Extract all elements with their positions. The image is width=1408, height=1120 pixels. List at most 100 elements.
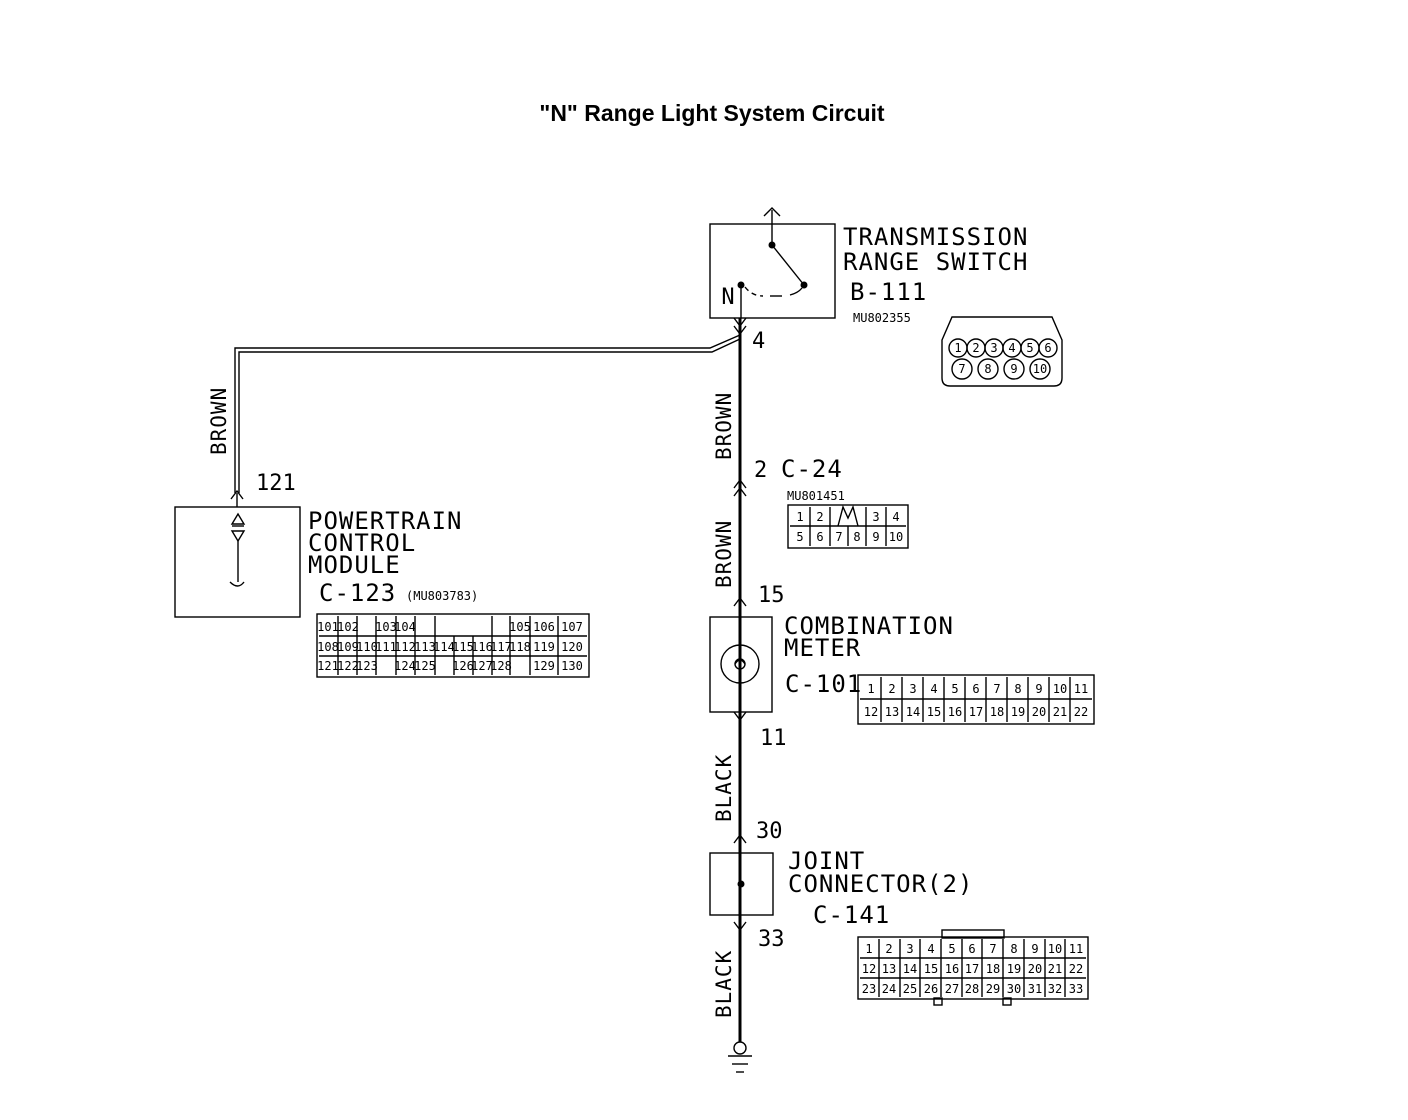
trs-connector-id: B-111 — [850, 278, 927, 306]
c101-pin: 17 — [969, 705, 983, 719]
c141-pin: 24 — [882, 982, 896, 996]
c123-pin: 121 — [317, 659, 339, 673]
c141-pin: 31 — [1028, 982, 1042, 996]
joint-name-line1: JOINT — [788, 847, 865, 875]
trs-name-line2: RANGE SWITCH — [843, 248, 1028, 276]
splice-point — [737, 880, 745, 888]
joint-pin-out: 33 — [758, 927, 785, 952]
c24-pin: 2 — [754, 458, 767, 483]
connector-face-c123: 101 102 103 104 105 106 107 108 109 110 … — [316, 613, 590, 678]
c101-pin: 1 — [867, 682, 874, 696]
pcm-name-line2: CONTROL — [308, 529, 416, 557]
c24-pin: 3 — [872, 510, 879, 524]
b111-pin: 7 — [958, 362, 965, 376]
pcm-pin: 121 — [256, 471, 296, 496]
c123-pin: 108 — [317, 640, 339, 654]
c24-pin: 4 — [892, 510, 899, 524]
c24-pin: 9 — [872, 530, 879, 544]
meter-pin-out: 11 — [760, 726, 787, 751]
c123-pin: 116 — [471, 640, 493, 654]
c101-pin: 2 — [888, 682, 895, 696]
c123-pin: 127 — [471, 659, 493, 673]
joint-connector-id: C-141 — [813, 901, 890, 929]
c123-pin: 101 — [317, 620, 339, 634]
switch-contact — [800, 281, 808, 289]
b111-pin: 5 — [1026, 341, 1033, 355]
c101-pin: 6 — [972, 682, 979, 696]
c141-pin: 30 — [1007, 982, 1021, 996]
c101-pin: 15 — [927, 705, 941, 719]
c123-pin: 105 — [509, 620, 531, 634]
c123-pin: 113 — [414, 640, 436, 654]
combination-meter: 15 COMBINATION METER C-101 11 — [709, 583, 954, 751]
c141-pin: 18 — [986, 962, 1000, 976]
meter-name-line1: COMBINATION — [784, 612, 954, 640]
wire-color-label: BLACK — [712, 950, 736, 1018]
meter-name-line2: METER — [784, 634, 861, 662]
c141-pin: 9 — [1031, 942, 1038, 956]
diagram-title: "N" Range Light System Circuit — [539, 100, 884, 126]
c123-pin: 126 — [452, 659, 474, 673]
c101-pin: 3 — [909, 682, 916, 696]
c141-pin: 1 — [865, 942, 872, 956]
c101-pin: 22 — [1074, 705, 1088, 719]
c123-pin: 117 — [490, 640, 512, 654]
meter-pin-in: 15 — [758, 583, 785, 608]
powertrain-control-module: 121 POWERTRAIN CONTROL MODULE C-123 (MU8… — [174, 471, 478, 618]
connector-face-b111: 1 2 3 4 5 6 7 8 9 10 — [941, 316, 1063, 387]
c123-pin: 115 — [452, 640, 474, 654]
c141-pin: 22 — [1069, 962, 1083, 976]
c123-pin: 123 — [356, 659, 378, 673]
c123-pin: 106 — [533, 620, 555, 634]
c141-pin: 19 — [1007, 962, 1021, 976]
c141-pin: 13 — [882, 962, 896, 976]
c123-pin: 112 — [394, 640, 416, 654]
c141-pin: 16 — [945, 962, 959, 976]
b111-pin: 1 — [954, 341, 961, 355]
wire-color-label: BROWN — [712, 520, 736, 588]
c24-part-number: MU801451 — [787, 489, 845, 503]
c101-pin: 4 — [930, 682, 937, 696]
c141-pin: 7 — [989, 942, 996, 956]
c141-pin: 23 — [862, 982, 876, 996]
b111-pin: 4 — [1008, 341, 1015, 355]
b111-pin: 2 — [972, 341, 979, 355]
pcm-name-line3: MODULE — [308, 551, 401, 579]
c141-pin: 32 — [1048, 982, 1062, 996]
c141-pin: 5 — [948, 942, 955, 956]
c141-pin: 26 — [924, 982, 938, 996]
c123-pin: 128 — [490, 659, 512, 673]
c141-pin: 11 — [1069, 942, 1083, 956]
c141-pin: 29 — [986, 982, 1000, 996]
ground-symbol — [728, 1041, 752, 1073]
c141-pin: 10 — [1048, 942, 1062, 956]
trs-name-line1: TRANSMISSION — [843, 223, 1028, 251]
c24-pin: 10 — [889, 530, 903, 544]
c123-pin: 130 — [561, 659, 583, 673]
b111-pin: 10 — [1033, 362, 1047, 376]
c141-pin: 3 — [906, 942, 913, 956]
b111-pin: 9 — [1010, 362, 1017, 376]
connector-face-c101: 1 2 3 4 5 6 7 8 9 10 11 12 13 14 15 16 1… — [857, 674, 1095, 725]
c123-pin: 107 — [561, 620, 583, 634]
c141-pin: 6 — [968, 942, 975, 956]
c24-pin: 2 — [816, 510, 823, 524]
c24-pin: 5 — [796, 530, 803, 544]
b111-pin: 6 — [1044, 341, 1051, 355]
joint-pin-in: 30 — [756, 819, 783, 844]
joint-name-line2: CONNECTOR(2) — [788, 870, 973, 898]
c101-pin: 13 — [885, 705, 899, 719]
c123-pin: 119 — [533, 640, 555, 654]
transmission-range-switch: N TRANSMISSION RANGE SWITCH B-111 MU8023… — [709, 207, 1028, 354]
c101-pin: 14 — [906, 705, 920, 719]
c101-pin: 10 — [1053, 682, 1067, 696]
c123-pin: 122 — [337, 659, 359, 673]
trs-part-number: MU802355 — [853, 311, 911, 325]
c123-pin: 104 — [394, 620, 416, 634]
wire-pcm-branch — [234, 334, 741, 493]
c141-pin: 27 — [945, 982, 959, 996]
c141-pin: 25 — [903, 982, 917, 996]
c141-pin: 14 — [903, 962, 917, 976]
c101-pin: 9 — [1035, 682, 1042, 696]
